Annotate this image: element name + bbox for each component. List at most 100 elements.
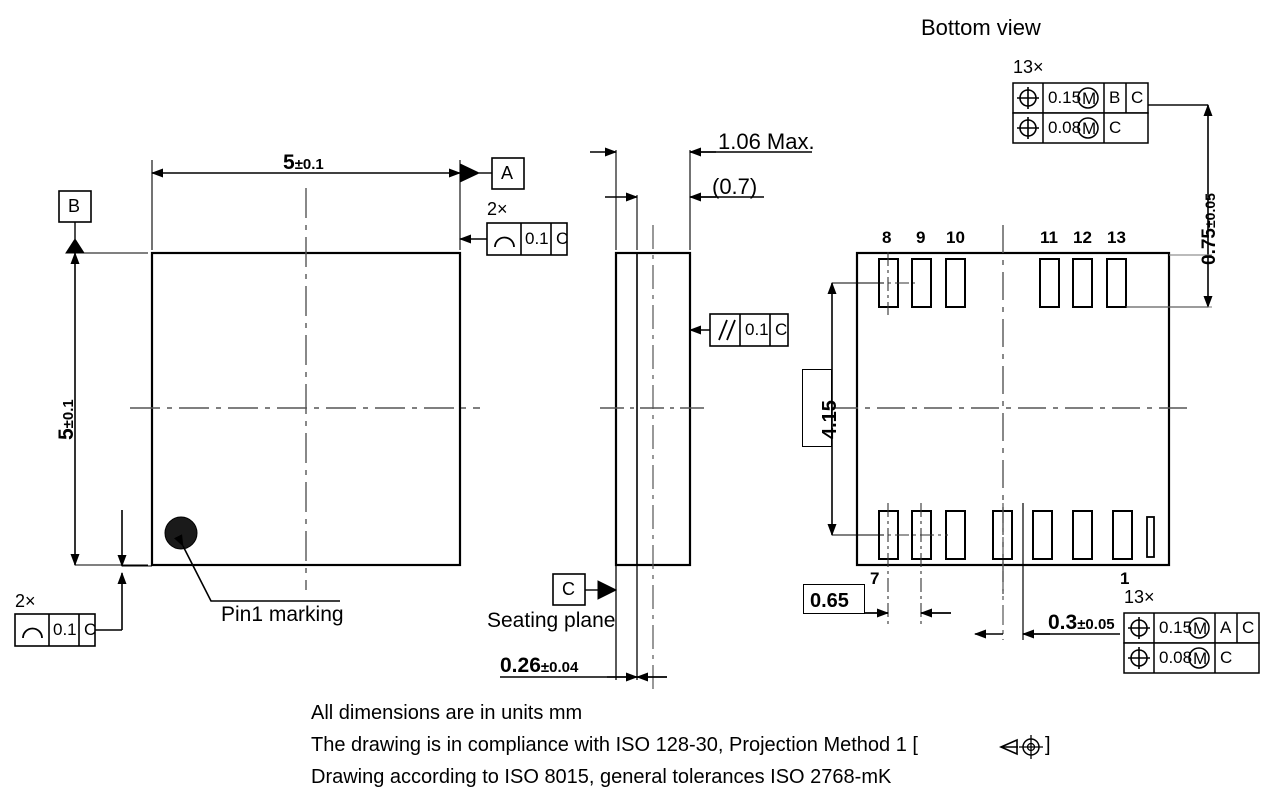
mmc-modifier-circle (1077, 117, 1099, 139)
pin-label-11: 11 (1040, 228, 1058, 247)
mmc-modifier-circle (1077, 87, 1099, 109)
pad-2 (1072, 510, 1093, 560)
pad-10 (945, 258, 966, 308)
top-fcf-row1-datum-2: C (1131, 88, 1144, 107)
top-view-right-fcf-frame (486, 222, 568, 256)
note-iso-projection: The drawing is in compliance with ISO 12… (311, 734, 918, 756)
datum-b-box (58, 190, 92, 223)
top-view-right-fcf-tolerance: 0.1 (525, 229, 549, 248)
pin1-marking-label: Pin1 marking (221, 603, 344, 626)
pad-12 (1072, 258, 1093, 308)
top-view-bottom-fcf-multiplier: 2× (15, 591, 36, 611)
pin1-marking-dot (164, 516, 198, 550)
pin1-indicator-pad (1146, 516, 1155, 558)
top-fcf-row2-modifier: M (1082, 119, 1097, 138)
pad-13 (1106, 258, 1127, 308)
seating-plane-label: Seating plane (487, 609, 616, 632)
datum-a-label: A (501, 163, 514, 183)
pad-pitch-basic-box (803, 584, 865, 614)
datum-a-triangle (459, 163, 481, 183)
bottom-fcf-row2-modifier: M (1193, 649, 1208, 668)
bottom-fcf-row2-datum-1: C (1220, 648, 1233, 667)
pad-9 (911, 258, 932, 308)
note-tolerance-standard: Drawing according to ISO 8015, general t… (311, 766, 892, 788)
pad-offset-value: 0.3 (1048, 611, 1078, 634)
top-view-right-fcf-multiplier: 2× (487, 199, 508, 219)
bottom-view-body-outline (855, 251, 1171, 567)
edge-dim-tolerance: ±0.05 (1202, 193, 1218, 229)
datum-c-triangle (597, 580, 618, 600)
top-view-bottom-fcf-frame (14, 613, 96, 647)
position-icon (1017, 117, 1039, 139)
top-view-width-dimension: 5±0.1 (283, 152, 324, 173)
side-view-group (500, 147, 812, 690)
height-dim-tolerance: ±0.1 (60, 399, 77, 429)
datum-b-label: B (68, 196, 81, 216)
pad-3 (1032, 510, 1053, 560)
side-view-total-height: 1.06 Max. (718, 129, 815, 154)
position-icon (1128, 617, 1150, 639)
bottom-view-top-fcf-frame (1012, 82, 1149, 144)
parallelism-tolerance: 0.1 (745, 320, 769, 339)
bottom-fcf-row2-tolerance: 0.08 (1159, 648, 1193, 667)
profile-surface-icon (494, 236, 515, 248)
bottom-view-edge-dimension: 0.75±0.05 (1199, 193, 1220, 265)
pin1-marking-leader (173, 534, 340, 602)
pad-5 (945, 510, 966, 560)
side-view-inner-height: (0.7) (712, 174, 758, 199)
datum-c-box (552, 573, 586, 606)
mmc-modifier-circle (1188, 647, 1210, 669)
standoff-dimension: 0.26±0.04 (500, 655, 578, 676)
parallelism-fcf-frame (709, 313, 789, 347)
pad-offset-tolerance: ±0.05 (1077, 616, 1115, 633)
top-fcf-row2-tolerance: 0.08 (1048, 118, 1082, 137)
top-view-right-fcf-datum: C (556, 229, 569, 248)
width-dim-tolerance: ±0.1 (294, 156, 324, 173)
standoff-dim-tolerance: ±0.04 (540, 659, 579, 676)
top-fcf-row1-tolerance: 0.15 (1048, 88, 1082, 107)
top-view-bottom-fcf-datum: C (84, 620, 97, 639)
note-units: All dimensions are in units mm (311, 702, 583, 724)
top-fcf-row2-datum-1: C (1109, 118, 1122, 137)
standoff-dim-value: 0.26 (500, 654, 541, 677)
top-view-group (14, 157, 568, 647)
pad-offset-dimension: 0.3±0.05 (1048, 612, 1115, 633)
width-dim-value: 5 (283, 151, 295, 174)
pin-label-10: 10 (946, 228, 965, 247)
pad-span-value: 4.15 (819, 400, 841, 439)
datum-a-box (491, 157, 525, 190)
position-icon (1017, 87, 1039, 109)
pin-label-9: 9 (916, 228, 926, 247)
bottom-view-bottom-fcf-frame (1123, 612, 1260, 674)
pad-pitch-value: 0.65 (810, 590, 849, 612)
pin-label-12: 12 (1073, 228, 1092, 247)
top-fcf-row1-datum-1: B (1109, 88, 1121, 107)
top-fcf-row1-modifier: M (1082, 89, 1097, 108)
parallelism-icon (718, 319, 728, 341)
bottom-view-bottom-fcf-multiplier: 13× (1124, 587, 1155, 607)
bottom-view-title: Bottom view (921, 15, 1041, 40)
bottom-view-group (827, 82, 1260, 674)
top-view-height-dimension: 5±0.1 (55, 399, 78, 440)
height-dim-value: 5 (55, 428, 78, 440)
pin-label-1: 1 (1120, 569, 1130, 588)
edge-dim-value: 0.75 (1199, 228, 1220, 265)
bottom-fcf-row1-datum-1: A (1220, 618, 1232, 637)
position-icon (1128, 647, 1150, 669)
datum-b-triangle (65, 238, 85, 254)
datum-c-label: C (562, 579, 575, 599)
pin-label-13: 13 (1107, 228, 1126, 247)
projection-method-icon (999, 735, 1043, 759)
pad-span-basic-box (802, 369, 832, 447)
bottom-fcf-row1-tolerance: 0.15 (1159, 618, 1193, 637)
parallelism-datum: C (775, 320, 788, 339)
pad-1 (1112, 510, 1133, 560)
top-view-bottom-fcf-tolerance: 0.1 (53, 620, 77, 639)
profile-surface-icon (22, 627, 43, 639)
pin-label-7: 7 (870, 569, 880, 588)
bottom-view-top-fcf-multiplier: 13× (1013, 57, 1044, 77)
mmc-modifier-circle (1188, 617, 1210, 639)
note-iso-projection-close: ] (1045, 734, 1051, 756)
